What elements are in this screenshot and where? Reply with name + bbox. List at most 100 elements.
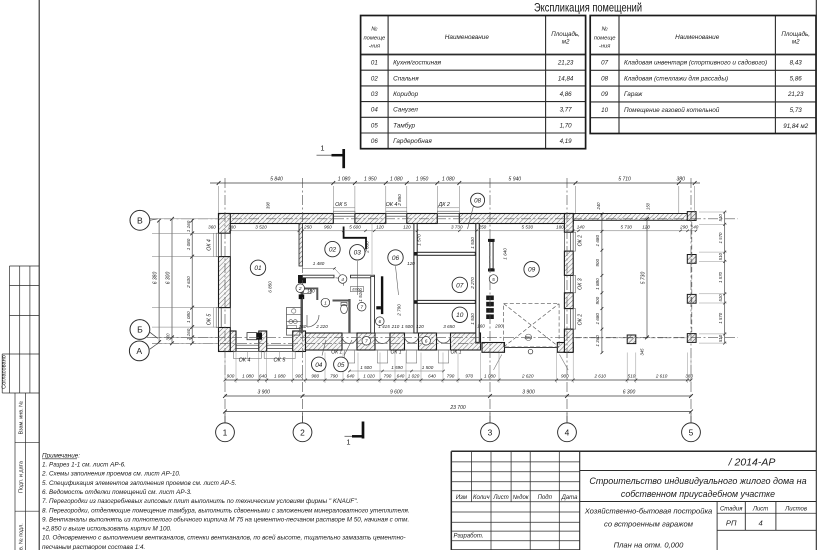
svg-text:9 600: 9 600 (390, 389, 403, 395)
svg-text:960: 960 (324, 225, 332, 230)
svg-text:2 220: 2 220 (315, 324, 328, 329)
svg-text:05: 05 (337, 362, 345, 369)
svg-text:120: 120 (407, 261, 415, 266)
svg-text:-ния: -ния (369, 44, 380, 50)
svg-text:4: 4 (341, 277, 344, 283)
svg-text:1 950: 1 950 (364, 176, 377, 182)
svg-text:01: 01 (254, 265, 262, 272)
svg-text:1 510: 1 510 (358, 290, 363, 302)
svg-text:120: 120 (416, 324, 424, 329)
svg-text:07: 07 (456, 282, 464, 289)
svg-text:4,19: 4,19 (560, 138, 573, 145)
svg-text:900: 900 (561, 374, 569, 379)
svg-text:07: 07 (601, 60, 608, 67)
svg-text:900: 900 (227, 374, 235, 379)
svg-text:3 900: 3 900 (522, 389, 535, 395)
svg-text:5 530: 5 530 (522, 225, 534, 230)
svg-text:№: № (601, 27, 607, 33)
svg-text:РП: РП (726, 518, 737, 527)
svg-text:1 360: 1 360 (595, 335, 600, 347)
svg-text:ОК 5: ОК 5 (207, 314, 213, 326)
svg-text:1 530: 1 530 (470, 313, 475, 325)
svg-text:6 300: 6 300 (623, 389, 636, 395)
svg-text:2: 2 (300, 428, 305, 438)
svg-text:120: 120 (376, 225, 384, 230)
svg-text:03: 03 (354, 250, 362, 257)
svg-text:ОК 2: ОК 2 (577, 235, 583, 247)
svg-text:210: 210 (391, 324, 400, 329)
svg-text:6. Ведомость отделки помещений: 6. Ведомость отделки помещений см. лист … (42, 488, 192, 496)
svg-text:Листов: Листов (784, 506, 807, 512)
svg-text:5 730: 5 730 (620, 225, 632, 230)
svg-text:1 500: 1 500 (422, 365, 434, 370)
svg-text:1 160: 1 160 (186, 328, 191, 340)
svg-text:1: 1 (346, 438, 350, 447)
svg-text:1 570: 1 570 (718, 312, 723, 324)
svg-text:380: 380 (685, 374, 693, 379)
svg-text:Согласовано: Согласовано (2, 355, 8, 389)
svg-text:2 850: 2 850 (397, 194, 402, 207)
svg-text:1 880: 1 880 (595, 278, 600, 290)
svg-text:1. Разрез 1-1 см. лист АР-6.: 1. Разрез 1-1 см. лист АР-6. (42, 461, 126, 468)
svg-text:Кухня/гостиная: Кухня/гостиная (393, 60, 442, 67)
svg-text:6 300: 6 300 (166, 272, 172, 285)
svg-text:м2: м2 (792, 39, 800, 46)
svg-text:собственном приусадебном участ: собственном приусадебном участке (621, 489, 775, 499)
svg-text:2 790: 2 790 (397, 304, 402, 317)
svg-text:№док: №док (513, 494, 530, 501)
svg-text:2 620: 2 620 (521, 374, 534, 379)
svg-text:4: 4 (565, 428, 570, 438)
svg-text:08: 08 (474, 198, 481, 205)
svg-text:1 080: 1 080 (442, 176, 455, 182)
svg-text:Разработ.: Разработ. (454, 534, 484, 540)
svg-text:250: 250 (303, 225, 312, 230)
svg-text:08: 08 (601, 75, 608, 82)
svg-text:1 590: 1 590 (391, 365, 403, 370)
svg-text:345: 345 (640, 348, 645, 356)
svg-text:1 680: 1 680 (595, 313, 600, 325)
svg-text:290: 290 (679, 225, 688, 230)
svg-text:План на отм. 0,000: План на отм. 0,000 (614, 541, 684, 550)
svg-text:1 570: 1 570 (718, 232, 723, 244)
svg-text:04: 04 (315, 362, 323, 369)
svg-text:1 570: 1 570 (718, 271, 723, 283)
svg-text:1: 1 (223, 428, 228, 438)
svg-text:160: 160 (477, 324, 485, 329)
svg-text:790: 790 (330, 374, 338, 379)
svg-text:02: 02 (371, 75, 378, 82)
svg-text:5 840: 5 840 (270, 176, 283, 182)
svg-text:3: 3 (488, 428, 493, 438)
svg-text:200: 200 (494, 324, 503, 329)
svg-text:Инв. № подл.: Инв. № подл. (19, 523, 25, 550)
svg-text:180: 180 (556, 225, 564, 230)
svg-text:ОК 2: ОК 2 (577, 314, 583, 326)
svg-text:240: 240 (596, 202, 601, 211)
svg-text:970: 970 (465, 374, 473, 379)
svg-text:10: 10 (601, 107, 608, 114)
svg-text:5 940: 5 940 (509, 176, 522, 182)
svg-text:А: А (136, 346, 142, 356)
svg-text:8. Перегородки, отделяющие пом: 8. Перегородки, отделяющие помещение там… (42, 506, 410, 514)
svg-text:7: 7 (365, 339, 368, 345)
svg-text:09: 09 (528, 267, 536, 274)
svg-text:4: 4 (758, 518, 762, 527)
svg-text:140: 140 (691, 225, 699, 230)
svg-text:03: 03 (371, 91, 378, 98)
svg-text:Колич: Колич (473, 495, 490, 501)
svg-text:Взам. инв. №: Взам. инв. № (19, 401, 25, 435)
svg-text:№: № (371, 27, 377, 33)
svg-text:3 900: 3 900 (257, 389, 270, 395)
svg-text:5 600: 5 600 (349, 225, 361, 230)
svg-text:1 640: 1 640 (503, 248, 508, 260)
svg-text:Коридор: Коридор (393, 90, 419, 98)
svg-text:3 520: 3 520 (255, 225, 267, 230)
svg-text:790: 790 (384, 374, 392, 379)
svg-text:7: 7 (360, 305, 363, 311)
svg-text:2 610: 2 610 (593, 374, 606, 379)
svg-text:1 080: 1 080 (390, 176, 403, 182)
svg-text:160: 160 (299, 324, 307, 329)
svg-text:Помещение газовой котельной: Помещение газовой котельной (624, 106, 720, 114)
svg-text:510: 510 (718, 214, 723, 222)
svg-text:6: 6 (425, 339, 428, 345)
svg-text:510: 510 (628, 374, 636, 379)
